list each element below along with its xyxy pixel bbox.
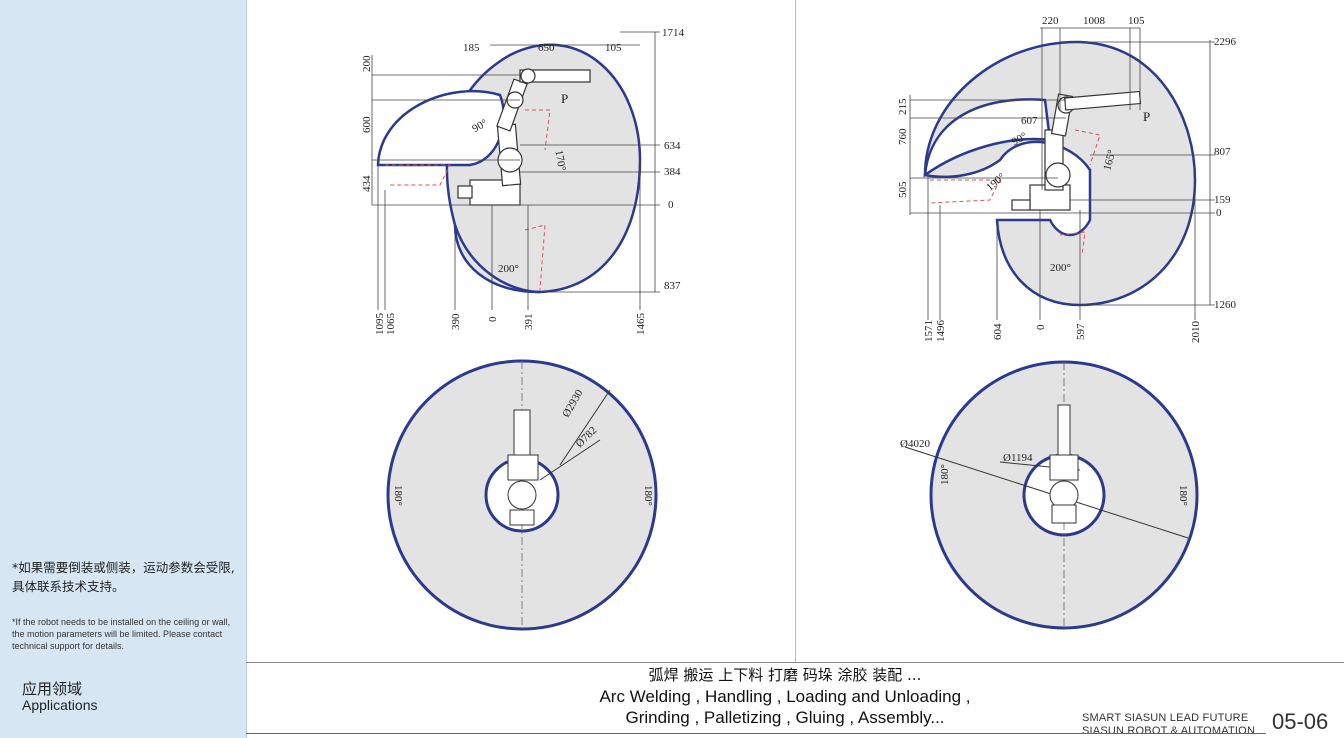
right-bottom-dim-2: 1496 bbox=[935, 320, 947, 343]
left-bottom-dim-6: 1465 bbox=[635, 313, 647, 336]
horizontal-divider bbox=[246, 662, 1344, 663]
applications-panel bbox=[0, 662, 247, 738]
footer-slogan: SMART SIASUN LEAD FUTURE SIASUN ROBOT & … bbox=[1082, 712, 1255, 738]
left-angle-3: 200° bbox=[498, 263, 519, 275]
right-right-dim-2: 159 bbox=[1214, 194, 1231, 206]
left-bottom-dim-2: 1065 bbox=[385, 313, 397, 336]
mounting-note-cn: *如果需要倒装或侧装，运动参数会受限,具体联系技术支持。 bbox=[12, 560, 235, 594]
footer-rule bbox=[246, 733, 1266, 734]
left-right-dim-2: 384 bbox=[664, 166, 681, 178]
right-top-diameter-1: Ø4020 bbox=[900, 438, 930, 450]
left-right-dim-1: 634 bbox=[664, 140, 681, 152]
left-top-dim-3: 105 bbox=[605, 42, 622, 54]
mounting-note-en: *If the robot needs to be installed on t… bbox=[12, 617, 231, 651]
left-top-view: Ø2930 Ø782 180° 180° bbox=[386, 359, 658, 631]
left-top-dim-1: 185 bbox=[463, 42, 480, 54]
footer-slogan-line1: SMART SIASUN LEAD FUTURE bbox=[1082, 712, 1249, 724]
right-top-dim-1: 220 bbox=[1042, 15, 1059, 27]
right-bottom-dim-3: 604 bbox=[992, 323, 1004, 340]
sidebar-panel bbox=[0, 0, 247, 662]
left-top-dim-2: 650 bbox=[538, 42, 555, 54]
applications-list-en-2: Grinding , Palletizing , Gluing , Assemb… bbox=[625, 708, 945, 727]
left-left-dim-3: 434 bbox=[361, 175, 373, 192]
left-side-view: 185 650 105 1714 200 600 434 634 384 0 8… bbox=[361, 27, 685, 335]
left-right-dim-3: 0 bbox=[668, 199, 674, 211]
vertical-divider bbox=[795, 0, 796, 662]
left-bottom-dim-3: 390 bbox=[450, 313, 462, 330]
right-robot-arm bbox=[1011, 90, 1142, 211]
right-left-dim-3: 505 bbox=[897, 181, 909, 198]
left-top-angle-1: 180° bbox=[392, 485, 404, 506]
left-left-dim-1: 200 bbox=[361, 55, 373, 72]
page-number: 05-06 bbox=[1272, 709, 1329, 734]
right-bottom-dim-1: 1571 bbox=[923, 320, 935, 342]
applications-list: 弧焊 搬运 上下料 打磨 码垛 涂胶 装配 ... Arc Welding , … bbox=[560, 665, 1010, 728]
left-top-robot bbox=[507, 409, 539, 526]
right-inner-dim-4: 165° bbox=[1101, 149, 1118, 172]
right-side-view: 220 1008 105 2296 215 760 505 607 90° 19… bbox=[897, 15, 1237, 343]
left-right-dim-4: 837 bbox=[664, 280, 681, 292]
left-angle-2: 170° bbox=[552, 149, 567, 172]
right-right-dim-3: 0 bbox=[1216, 207, 1222, 219]
right-top-dim-3: 105 bbox=[1128, 15, 1145, 27]
left-envelope-inner bbox=[376, 90, 505, 167]
left-point-label: P bbox=[561, 91, 568, 106]
right-top-robot bbox=[1049, 404, 1079, 524]
right-bottom-dim-6: 2010 bbox=[1190, 321, 1202, 344]
applications-list-en-1: Arc Welding , Handling , Loading and Unl… bbox=[599, 687, 971, 706]
right-left-dim-1: 215 bbox=[897, 98, 909, 115]
right-bottom-dim-4: 0 bbox=[1035, 324, 1047, 330]
right-bottom-dim-5: 597 bbox=[1075, 323, 1087, 340]
right-point-label: P bbox=[1143, 109, 1150, 124]
right-angle-1: 200° bbox=[1050, 262, 1071, 274]
left-bottom-dim-5: 391 bbox=[523, 314, 535, 331]
right-inner-dim-1: 607 bbox=[1021, 115, 1038, 127]
right-top-angle-2: 180° bbox=[1177, 485, 1189, 506]
left-robot-arm bbox=[457, 68, 591, 206]
applications-heading-en: Applications bbox=[22, 697, 98, 713]
left-left-dim-2: 600 bbox=[361, 116, 373, 133]
right-right-dim-4: 1260 bbox=[1214, 299, 1237, 311]
right-top-diameter-2: Ø1194 bbox=[1003, 452, 1033, 464]
left-top-angle-2: 180° bbox=[642, 485, 654, 506]
left-bottom-dim-4: 0 bbox=[487, 316, 499, 322]
left-top-dim-4: 1714 bbox=[662, 27, 685, 39]
right-top-dim-2: 1008 bbox=[1083, 15, 1106, 27]
applications-list-cn: 弧焊 搬运 上下料 打磨 码垛 涂胶 装配 ... bbox=[648, 666, 922, 684]
applications-heading-cn: 应用领域 bbox=[22, 680, 83, 698]
footer-slogan-line2: SIASUN ROBOT & AUTOMATION bbox=[1082, 725, 1256, 737]
left-bottom-dim-1: 1095 bbox=[374, 313, 386, 336]
right-left-dim-2: 760 bbox=[897, 128, 909, 145]
right-top-angle-1: 180° bbox=[939, 464, 951, 485]
right-top-dim-4: 2296 bbox=[1214, 36, 1237, 48]
right-inner-dim-3: 190° bbox=[984, 171, 1008, 194]
right-right-dim-1: 807 bbox=[1214, 146, 1231, 158]
right-top-view: Ø4020 Ø1194 180° 180° bbox=[900, 360, 1199, 630]
